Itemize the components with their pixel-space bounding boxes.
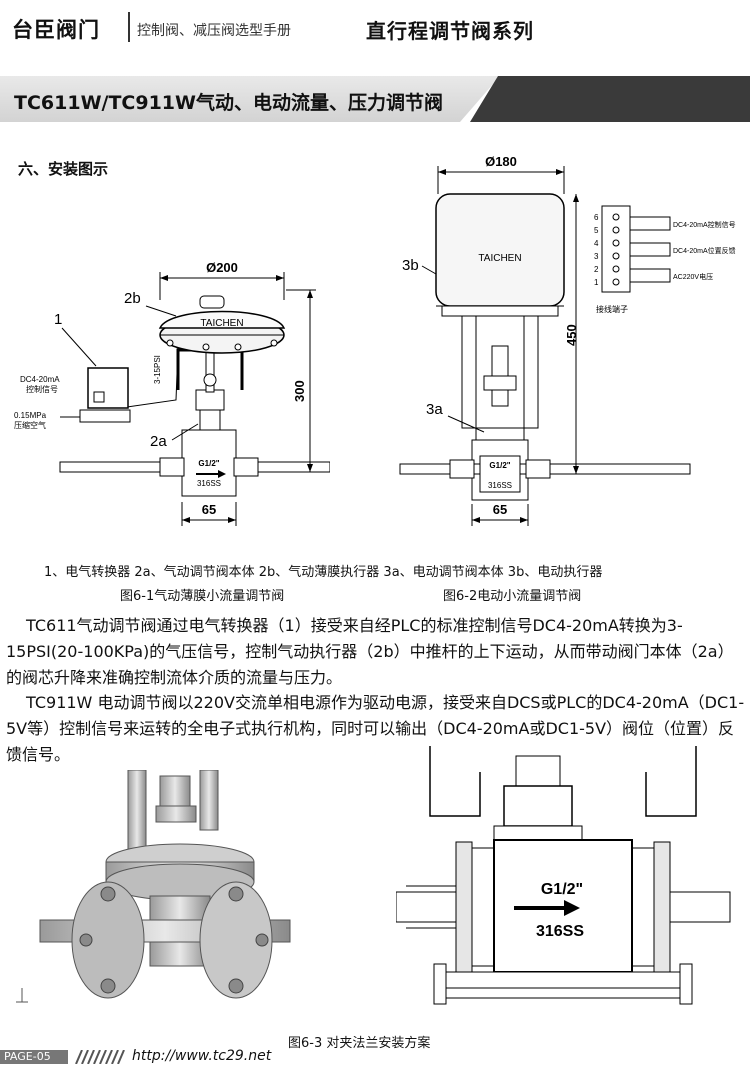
footer-page-bar — [0, 1050, 68, 1064]
caption-fig-6-3: 图6-3 对夹法兰安装方案 — [288, 1036, 431, 1051]
terminal-4: 4 — [594, 239, 599, 248]
air-text-2: 压缩空气 — [14, 420, 46, 430]
footer-url[interactable]: http://www.tc29.net — [132, 1048, 272, 1064]
figure-valve-3d-render — [16, 770, 291, 1003]
dim-width: 65 — [493, 502, 507, 517]
dim-width: 65 — [202, 502, 216, 517]
caption-fig-6-1: 图6-1气动薄膜小流量调节阀 — [120, 589, 285, 604]
dim-height: 300 — [292, 380, 307, 402]
electric-actuator — [435, 193, 565, 307]
terminal-3: 3 — [594, 252, 599, 261]
label-2a: 2a — [150, 433, 167, 450]
dim-diameter: Ø180 — [485, 154, 517, 169]
dim-height: 450 — [564, 324, 579, 346]
valve-text-size: G1/2" — [198, 459, 219, 468]
signal-label-feedback: DC4-20mA位置反馈 — [673, 246, 736, 255]
terminal-caption: 接线端子 — [596, 304, 628, 314]
figure-electric-valve: Ø180 TAICHEN 3b 3a G1/2" 316SS 450 65 6 … — [399, 154, 736, 526]
psi-text: 3-15PSI — [153, 355, 162, 384]
page-number: PAGE-05 — [4, 1050, 51, 1063]
label-3a: 3a — [426, 401, 443, 418]
figure-wafer-flange-section: G1/2" 316SS — [396, 746, 731, 1005]
signal-text-2: 控制信号 — [26, 384, 58, 394]
header-divider — [128, 12, 130, 42]
valve-text-size: G1/2" — [541, 881, 583, 898]
valve-text-material: 316SS — [488, 481, 512, 490]
signal-text-1: DC4-20mA — [20, 375, 60, 384]
band-title: TC611W/TC911W气动、电动流量、压力调节阀 — [14, 92, 443, 114]
caption-fig-6-2: 图6-2电动小流量调节阀 — [443, 589, 582, 604]
actuator-brand: TAICHEN — [478, 253, 521, 264]
title-band-dark — [470, 76, 750, 122]
actuator-brand: TAICHEN — [200, 318, 243, 329]
figure-pneumatic-valve: G1/2" 316SS TAICHEN 3-15PSI DC4-20mA 控制信… — [14, 260, 330, 526]
section-title: 六、安装图示 — [18, 160, 109, 178]
paragraph-tc911w: TC911W 电动调节阀以220V交流单相电源作为驱动电源，接受来自DCS或PL… — [6, 693, 745, 764]
terminal-list: 6 5 4 3 2 1 — [594, 213, 620, 287]
terminal-1: 1 — [594, 278, 599, 287]
terminal-2: 2 — [594, 265, 599, 274]
terminal-5: 5 — [594, 226, 599, 235]
header-subtitle: 控制阀、减压阀选型手册 — [137, 23, 291, 39]
footer-stripes — [75, 1050, 125, 1064]
signal-label-control: DC4-20mA控制信号 — [673, 220, 736, 229]
air-text-1: 0.15MPa — [14, 411, 47, 420]
label-2b: 2b — [124, 290, 141, 307]
title-band — [0, 76, 500, 122]
brand-name: 台臣阀门 — [12, 18, 100, 42]
power-label: AC220V电压 — [673, 272, 713, 281]
dim-diameter: Ø200 — [206, 260, 238, 275]
valve-text-material: 316SS — [197, 479, 221, 488]
valve-text-material: 316SS — [536, 923, 584, 940]
terminal-6: 6 — [594, 213, 599, 222]
paragraph-tc611: TC611气动调节阀通过电气转换器（1）接受来自经PLC的标准控制信号DC4-2… — [6, 616, 734, 687]
valve-text-size: G1/2" — [489, 461, 510, 470]
label-1: 1 — [54, 311, 62, 328]
valve-body — [181, 429, 237, 497]
header-series: 直行程调节阀系列 — [366, 19, 534, 43]
label-3b: 3b — [402, 257, 419, 274]
legend: 1、电气转换器 2a、气动调节阀本体 2b、气动薄膜执行器 3a、电动调节阀本体… — [44, 565, 603, 580]
